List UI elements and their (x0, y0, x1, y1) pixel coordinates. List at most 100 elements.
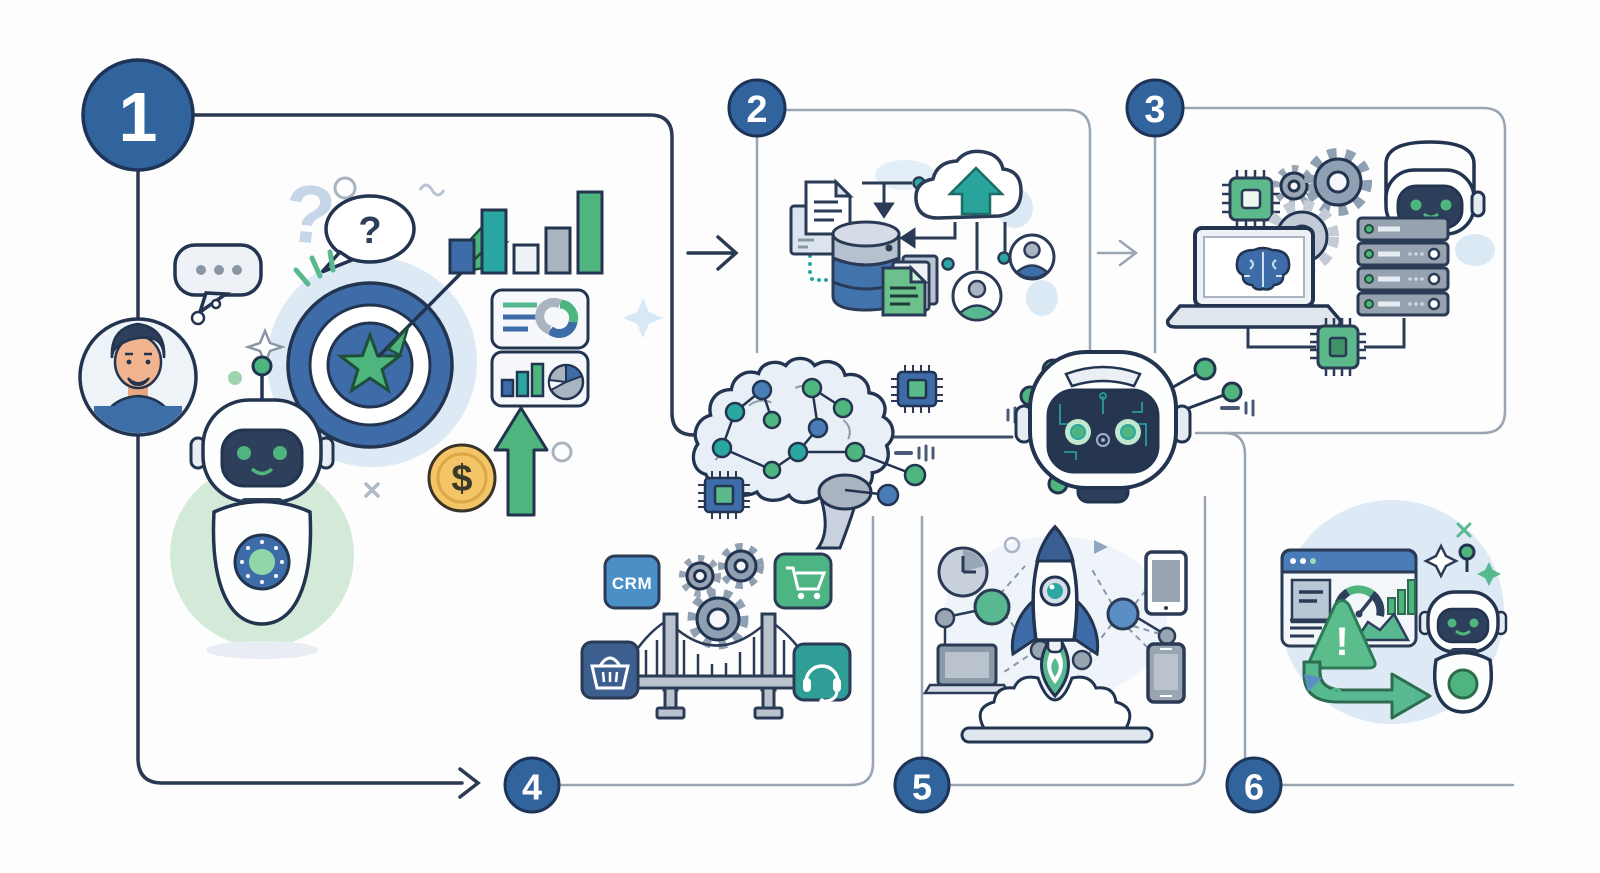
decor-cross (1456, 522, 1472, 538)
chip-icon (698, 471, 750, 519)
user-avatar (78, 317, 198, 437)
step1-panel: ? ? (78, 167, 663, 659)
svg-text:?: ? (358, 210, 381, 252)
step-badge-6: 6 (1225, 756, 1283, 814)
ai-robot-head-icon (1014, 350, 1243, 504)
panel5-border (947, 495, 1207, 787)
decor-cloud (1026, 280, 1058, 316)
network-node (1071, 649, 1093, 671)
decor-squiggle (418, 183, 446, 197)
dashboard-text-lines (1290, 618, 1328, 638)
step6-panel: ! (1280, 500, 1508, 724)
growth-arrow-icon (493, 406, 549, 517)
user-node-icon (951, 270, 1003, 322)
decor-play (1094, 540, 1108, 554)
panel2-border (783, 108, 1092, 354)
neural-network (711, 377, 927, 507)
laptop-ai-icon (1165, 226, 1343, 329)
step4-panel: CRM (580, 543, 852, 720)
gear-icon (687, 588, 749, 650)
bar-chart-icon (448, 190, 604, 275)
decor-dot (1329, 687, 1343, 701)
svg-text:6: 6 (1244, 767, 1264, 808)
step-badge-1: 1 (81, 58, 195, 172)
chat-bubble-icon (173, 243, 263, 326)
star-icon (336, 330, 404, 395)
network-node (1106, 597, 1140, 631)
smoke-cloud (978, 675, 1132, 732)
svg-text:3: 3 (1144, 89, 1165, 131)
circuit-face (1059, 392, 1147, 460)
decor-dot (228, 371, 242, 385)
pie-chart-icon (547, 363, 585, 401)
connector-robot-to-step6 (1223, 431, 1247, 760)
sparkle-lines (293, 249, 336, 287)
chatbot-robot-icon (189, 355, 335, 659)
brain-stem (815, 500, 859, 550)
network-node (934, 607, 956, 629)
svg-text:1: 1 (119, 78, 158, 156)
svg-text:5: 5 (912, 767, 932, 808)
sparkle-icon (1477, 562, 1501, 586)
launch-rocket-icon (960, 524, 1154, 744)
decor-dot (1003, 536, 1021, 554)
gear-icon (718, 543, 764, 589)
step3-panel (1165, 140, 1495, 376)
crm-app-icon: CRM (603, 554, 661, 610)
server-leds (1364, 224, 1441, 311)
svg-text:$: $ (451, 458, 472, 500)
sparkle-icon (623, 298, 663, 338)
svg-text:2: 2 (746, 89, 767, 131)
mini-bars-icon (1387, 579, 1416, 615)
step-badge-5: 5 (893, 756, 951, 814)
support-headset-app-icon (792, 642, 852, 704)
cloud-upload-icon (914, 149, 1023, 220)
svg-text:4: 4 (522, 767, 542, 808)
basket-app-icon (580, 640, 640, 700)
analytics-dashboard-icon (1280, 548, 1418, 648)
step-badge-4: 4 (503, 756, 561, 814)
connector-step1-to-step4 (136, 168, 464, 785)
arrow-right-icon (1096, 239, 1139, 267)
donut-chart-icon (535, 298, 579, 338)
question-bubble-icon: ? (320, 194, 416, 274)
network-node (1157, 626, 1177, 646)
server-rack-icon (1356, 216, 1495, 317)
forward-arrow-icon (1302, 660, 1432, 720)
sparkle-icon (1423, 543, 1459, 579)
brain-chip-icon (1235, 246, 1291, 291)
step-badge-2: 2 (727, 78, 787, 138)
laptop-icon (922, 643, 1012, 695)
arrow-right-icon (458, 767, 481, 799)
shopping-cart-app-icon (773, 552, 833, 610)
chip-icon (1310, 318, 1366, 376)
decor-dot (551, 441, 573, 463)
gear-icon (1304, 148, 1372, 216)
target-icon (286, 224, 510, 449)
arrow-right-icon (686, 235, 739, 271)
assistant-robot-icon (1418, 543, 1508, 714)
user-node-icon (1008, 233, 1056, 281)
smartphone-icon (1146, 642, 1186, 704)
tablet-icon (1144, 550, 1188, 616)
step2-panel (789, 149, 1058, 322)
network-node (973, 588, 1011, 626)
report-card-icon (490, 288, 590, 350)
report-card-icon (490, 350, 590, 408)
integration-bridge-icon (618, 612, 820, 720)
chip-icon (891, 365, 943, 413)
green-files-icon (881, 254, 939, 317)
decor-dot (333, 176, 357, 200)
dollar-coin-icon: $ (427, 443, 497, 513)
connector-step1-to-brain (191, 113, 708, 437)
connector-step4-right (556, 515, 875, 787)
dotted-trace (808, 254, 828, 282)
step-badges: 1 2 3 4 5 6 (81, 58, 1283, 814)
chip-icon (1222, 170, 1280, 228)
step-badge-3: 3 (1125, 78, 1185, 138)
gear-icon (1273, 165, 1315, 207)
ai-brain-icon (691, 356, 943, 550)
svg-text:CRM: CRM (612, 574, 652, 593)
svg-text:!: ! (1335, 620, 1348, 664)
